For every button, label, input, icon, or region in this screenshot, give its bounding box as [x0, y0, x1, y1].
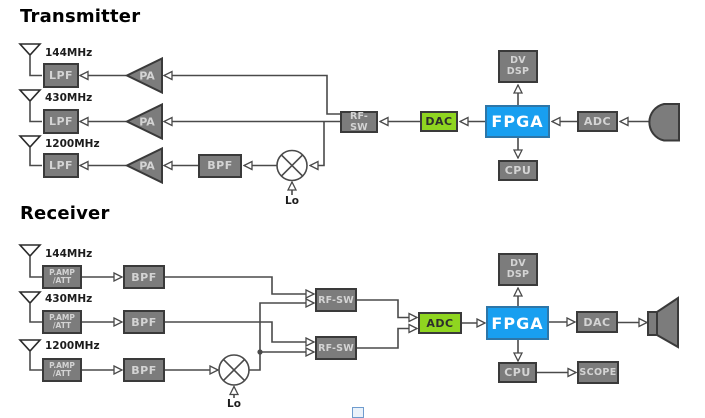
preamp-att-block: P.AMP /ATT — [42, 358, 82, 382]
lpf-block: LPF — [43, 109, 79, 134]
dv-dsp-line2: DSP — [506, 65, 530, 77]
antenna-icon — [18, 43, 42, 77]
transmitter-title: Transmitter — [20, 6, 141, 27]
pa-label: PA — [139, 160, 155, 173]
mixer-icon — [276, 149, 308, 182]
band-frequency-label: 1200MHz — [45, 340, 100, 352]
rf-switch-block: RF-SW — [315, 336, 357, 360]
bpf-block: BPF — [123, 310, 165, 334]
pa-amplifier: PA — [124, 146, 163, 185]
dv-dsp-block: DV DSP — [498, 253, 538, 286]
preamp-line2: /ATT — [52, 321, 72, 330]
cpu-block: CPU — [498, 160, 538, 181]
junction-dot — [257, 349, 263, 355]
bpf-block: BPF — [123, 265, 165, 289]
local-oscillator-label: Lo — [227, 398, 241, 410]
dac-block: DAC — [420, 111, 458, 132]
rf-switch-block: RF-SW — [315, 288, 357, 312]
antenna-icon — [18, 244, 42, 278]
dac-block: DAC — [576, 311, 618, 333]
image-placeholder-fragment — [352, 407, 364, 418]
band-frequency-label: 430MHz — [45, 92, 93, 104]
preamp-att-block: P.AMP /ATT — [42, 310, 82, 334]
preamp-line2: /ATT — [52, 276, 72, 285]
band-frequency-label: 144MHz — [45, 248, 93, 260]
pa-amplifier: PA — [124, 56, 163, 95]
pa-label: PA — [139, 70, 155, 83]
antenna-icon — [18, 291, 42, 323]
fpga-block: FPGA — [485, 105, 550, 138]
mixer-icon — [218, 354, 250, 386]
pa-label: PA — [139, 116, 155, 129]
dv-dsp-line1: DV — [510, 258, 526, 269]
cpu-block: CPU — [498, 362, 537, 383]
band-frequency-label: 144MHz — [45, 47, 93, 59]
receiver-title: Receiver — [20, 203, 110, 224]
scope-block: SCOPE — [577, 361, 619, 384]
dv-dsp-block: DV DSP — [498, 50, 538, 83]
band-frequency-label: 1200MHz — [45, 138, 100, 150]
preamp-line1: P.AMP — [49, 360, 75, 370]
microphone-icon — [648, 103, 680, 142]
dv-dsp-line2: DSP — [506, 268, 530, 280]
transmitter-wires: PA PA PA — [18, 43, 680, 195]
preamp-line2: /ATT — [52, 369, 72, 378]
preamp-line1: P.AMP — [49, 312, 75, 322]
adc-block: ADC — [418, 312, 462, 334]
lpf-block: LPF — [43, 153, 79, 178]
band-frequency-label: 430MHz — [45, 293, 93, 305]
receiver-wires — [18, 244, 679, 398]
antenna-icon — [18, 135, 42, 167]
local-oscillator-label: Lo — [285, 195, 299, 207]
preamp-line1: P.AMP — [49, 267, 75, 277]
lpf-block: LPF — [43, 63, 79, 88]
fpga-block: FPGA — [486, 306, 549, 340]
bpf-block: BPF — [123, 358, 165, 382]
bpf-block: BPF — [198, 153, 242, 178]
pa-amplifier: PA — [124, 102, 163, 141]
antenna-icon — [18, 89, 42, 123]
adc-block: ADC — [577, 111, 618, 132]
rf-switch-block: RF-SW — [340, 110, 378, 133]
preamp-att-block: P.AMP /ATT — [42, 265, 82, 289]
speaker-icon — [647, 296, 679, 349]
antenna-icon — [18, 339, 42, 371]
dv-dsp-line1: DV — [510, 55, 526, 66]
